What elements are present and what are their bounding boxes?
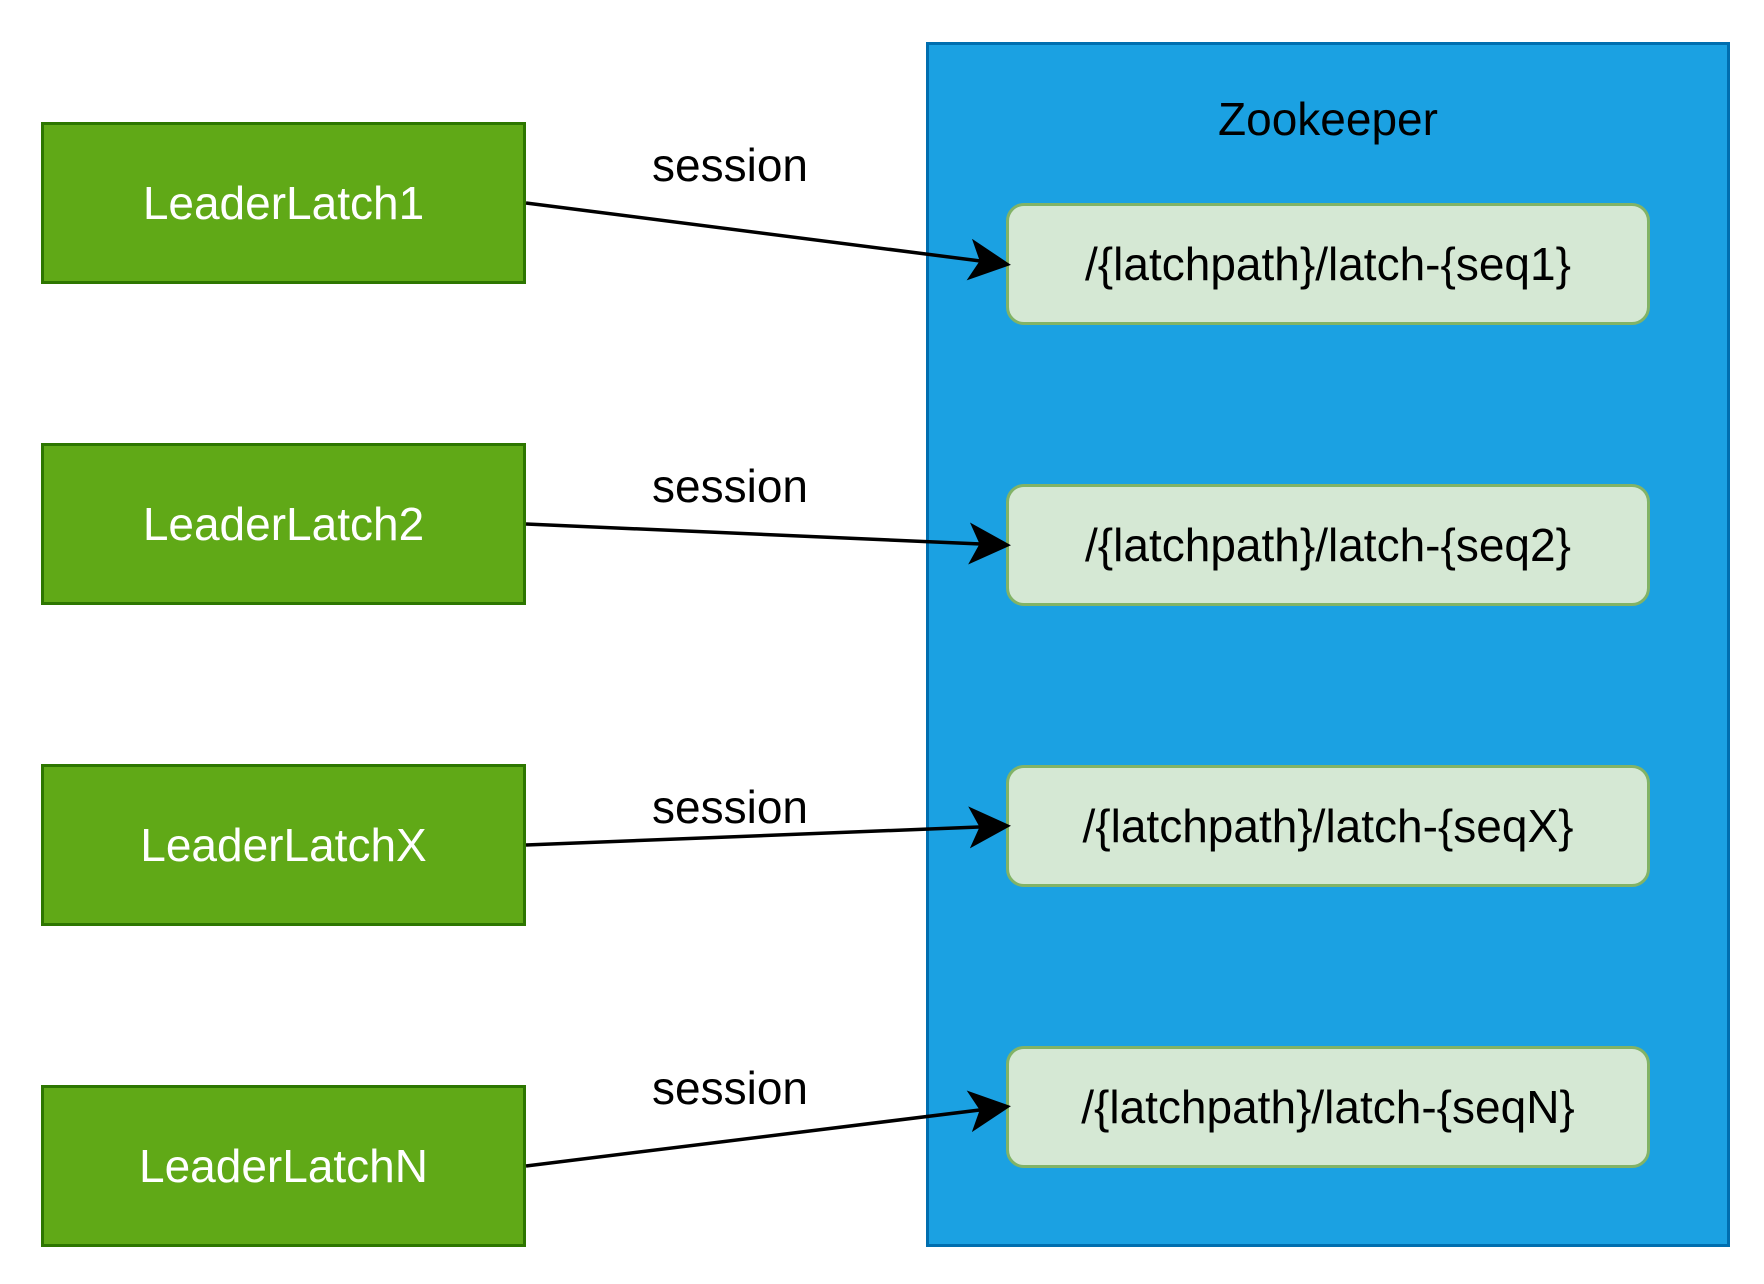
leader-latch-2: LeaderLatch2 xyxy=(41,443,526,605)
leader-latch-1: LeaderLatch1 xyxy=(41,122,526,284)
session-edge-x xyxy=(525,806,1011,849)
edge-label-x: session xyxy=(652,781,808,833)
edge-label-1: session xyxy=(652,139,808,191)
latch-node-seq2: /{latchpath}/latch-{seq2} xyxy=(1006,484,1650,606)
edge-label-n: session xyxy=(652,1062,808,1114)
latch-node-seqx: /{latchpath}/latch-{seqX} xyxy=(1006,765,1650,887)
session-edge-1 xyxy=(525,201,1011,281)
latch-node-seqn: /{latchpath}/latch-{seqN} xyxy=(1006,1046,1650,1168)
edge-label-2: session xyxy=(652,460,808,512)
latch-node-seq1: /{latchpath}/latch-{seq1} xyxy=(1006,203,1650,325)
leader-latch-x: LeaderLatchX xyxy=(41,764,526,926)
leader-latch-n: LeaderLatchN xyxy=(41,1085,526,1247)
zookeeper-title: Zookeeper xyxy=(1218,93,1438,145)
session-edge-n xyxy=(525,1090,1011,1168)
session-edge-2 xyxy=(525,522,1011,565)
